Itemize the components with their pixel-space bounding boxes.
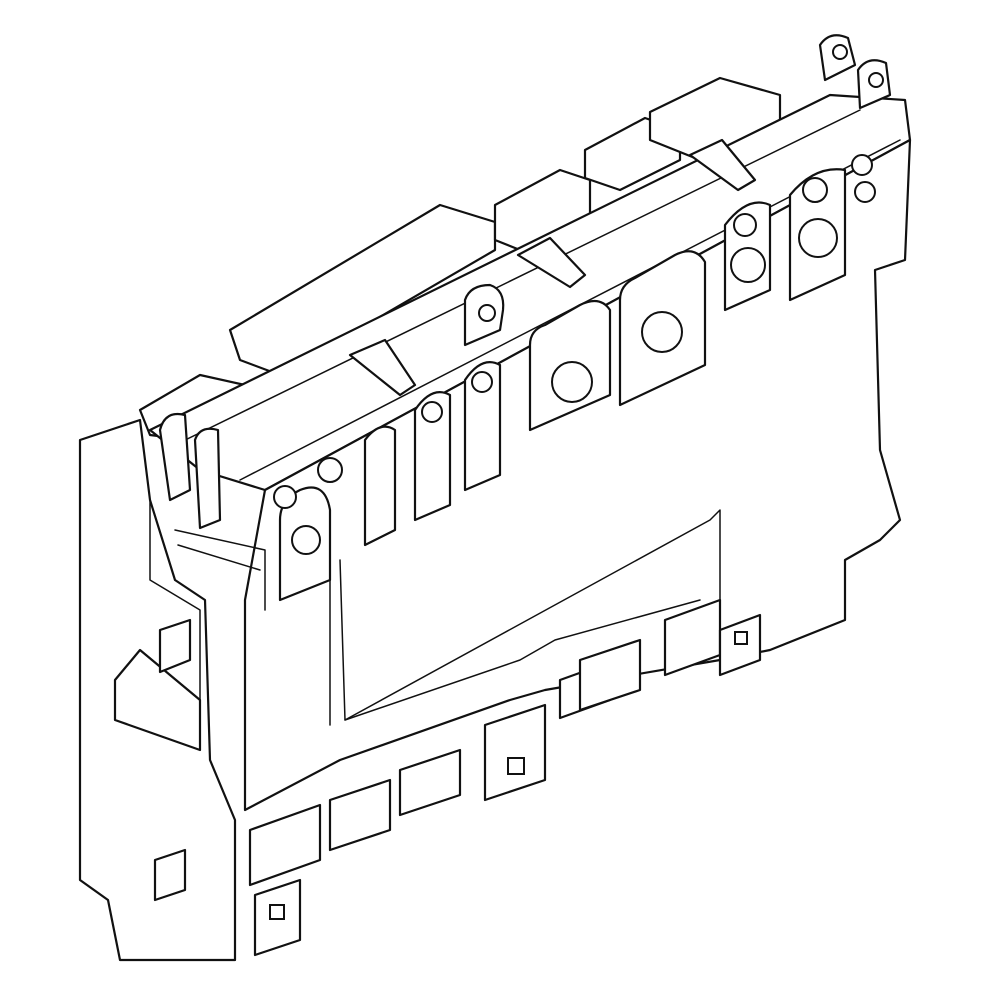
left-end-block	[78, 412, 266, 962]
connector	[483, 703, 547, 802]
rail-clips	[348, 138, 757, 397]
rear-housing-blocks	[138, 76, 782, 442]
bottom-connectors	[248, 598, 762, 957]
connector	[578, 638, 642, 712]
terminal-hole	[551, 361, 593, 403]
connector	[328, 778, 392, 852]
terminal-hole	[641, 311, 683, 353]
terminal-slots	[273, 154, 876, 602]
terminal-hole	[291, 525, 321, 555]
connector	[398, 748, 462, 817]
connector	[248, 803, 322, 887]
mounting-tabs	[463, 34, 892, 347]
